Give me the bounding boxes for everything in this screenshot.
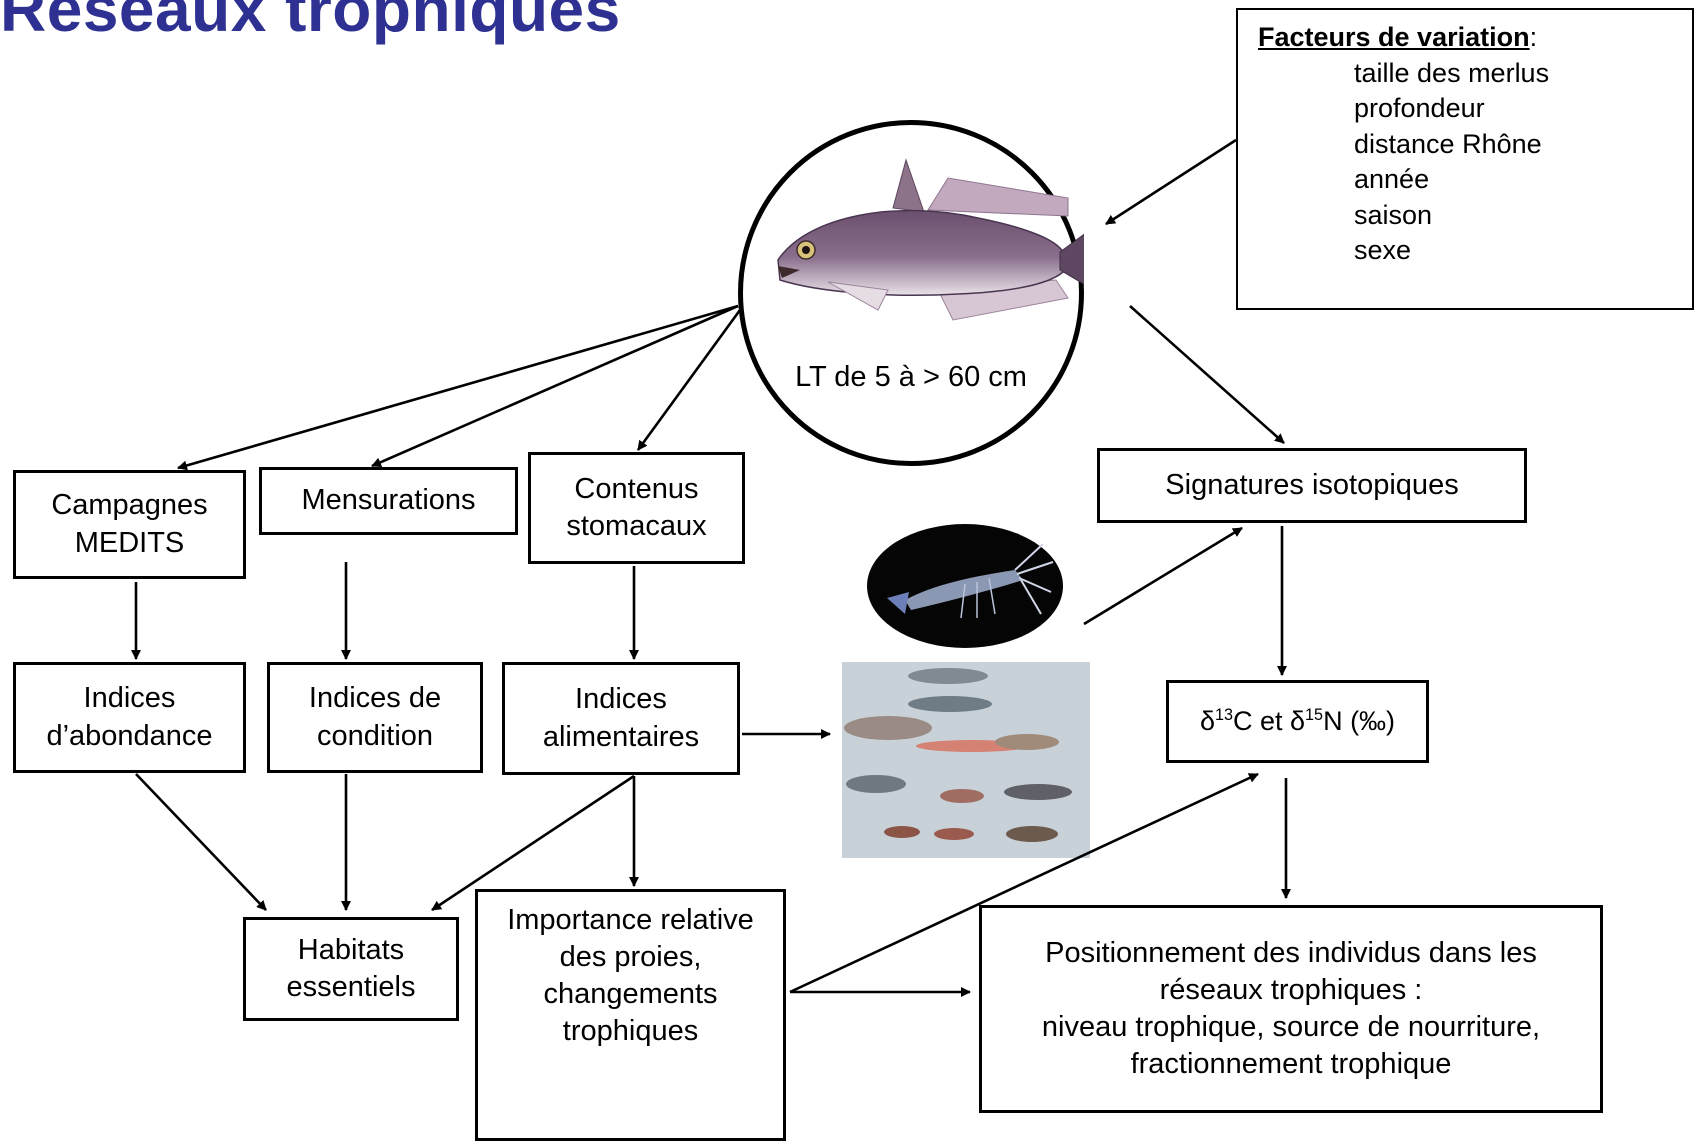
arrow-legend-to-hake (1106, 140, 1236, 224)
arrow-abondance-to-habitats (136, 774, 266, 910)
arrow-importance-to-isotopes (790, 774, 1258, 992)
arrow-hake-to-signatures (1130, 306, 1284, 443)
arrow-zooplankton-to-signatures (1084, 528, 1242, 624)
arrow-alimentaires-to-habitats (432, 776, 634, 910)
arrow-hake-to-campagnes (178, 306, 738, 468)
